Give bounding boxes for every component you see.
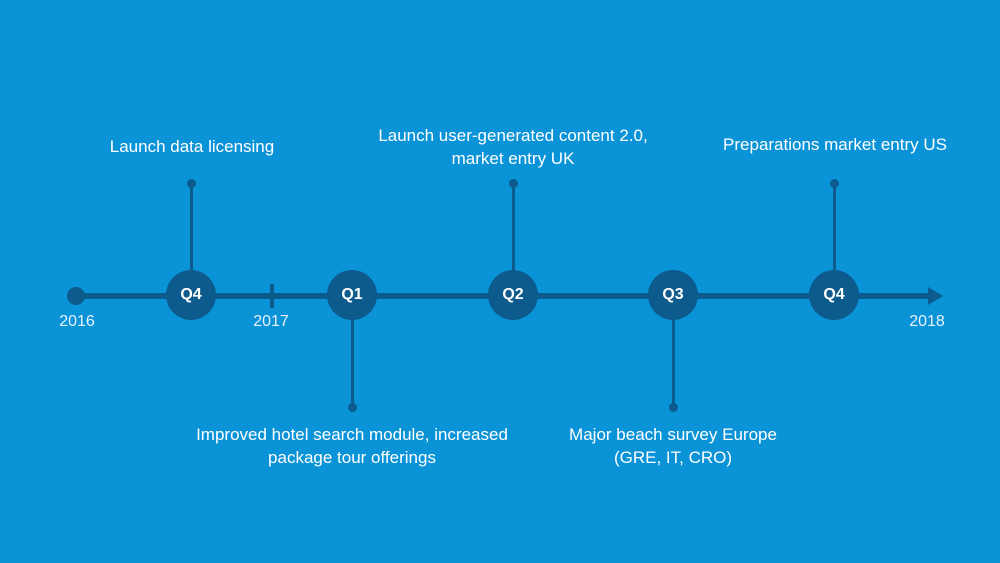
- year-label-middle: 2017: [253, 313, 289, 330]
- milestone-label: Improved hotel search module, increased …: [196, 425, 508, 467]
- milestone-node-q4-2017: Q4: [809, 270, 859, 320]
- milestone-label: Preparations market entry US: [723, 135, 947, 154]
- milestone-pin: [509, 179, 518, 188]
- milestone-pin: [187, 179, 196, 188]
- milestone-pin: [348, 403, 357, 412]
- year-label-start: 2016: [59, 313, 95, 330]
- milestone-stem: [351, 318, 354, 408]
- milestone-label: Launch data licensing: [109, 137, 275, 156]
- milestone-label: Launch user-generated content 2.0, marke…: [378, 126, 648, 168]
- milestone-node-q4-2016: Q4: [166, 270, 216, 320]
- milestone-pin: [830, 179, 839, 188]
- milestone-stem: [512, 184, 515, 272]
- timeline-arrow-icon: [928, 287, 943, 305]
- milestone-label: Major beach survey Europe (GRE, IT, CRO): [569, 425, 777, 467]
- year-label-end: 2018: [909, 313, 945, 330]
- milestone-stem: [672, 318, 675, 408]
- milestone-node-q1-2017: Q1: [327, 270, 377, 320]
- milestone-stem: [190, 184, 193, 272]
- milestone-pin: [669, 403, 678, 412]
- timeline-start-dot: [67, 287, 85, 305]
- milestone-node-q2-2017: Q2: [488, 270, 538, 320]
- milestone-node-q3-2017: Q3: [648, 270, 698, 320]
- year-tick-2017: [270, 284, 274, 308]
- milestone-stem: [833, 184, 836, 272]
